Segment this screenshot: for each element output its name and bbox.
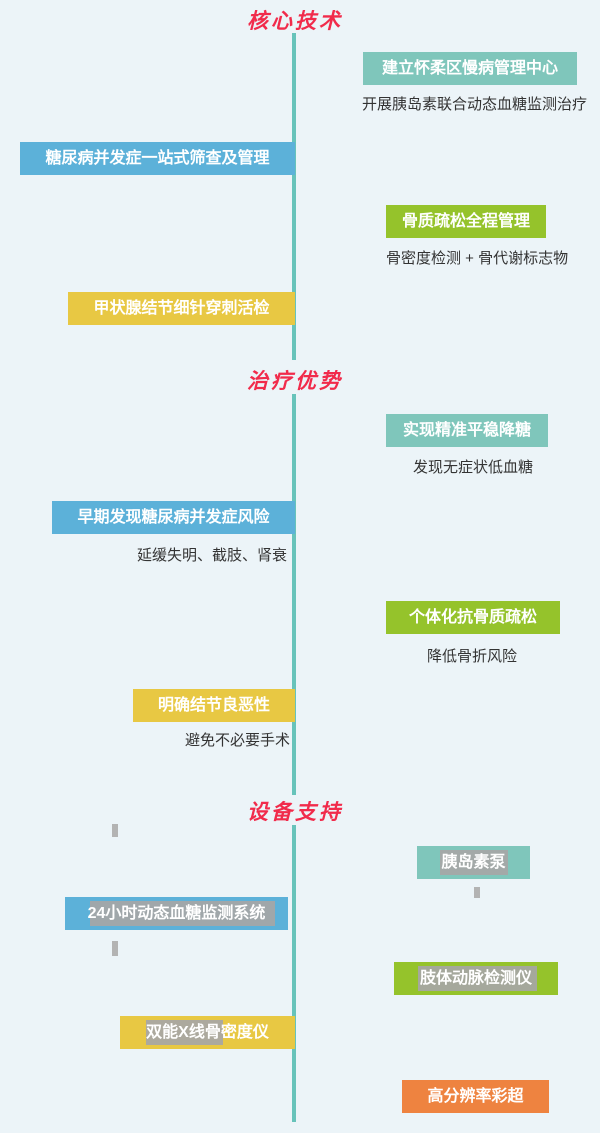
treatment-note-hypoglycemia: 发现无症状低血糖 (413, 459, 534, 476)
section-heading-equipment: 设备支持 (247, 799, 343, 824)
image-placeholder (146, 1020, 223, 1045)
box-label: 实现精准平稳降糖 (402, 422, 531, 439)
timeline-line-equipment (292, 825, 296, 1122)
treatment-item-glucose-control: 实现精准平稳降糖 (386, 414, 548, 447)
treatment-note-delay-complications: 延缓失明、截肢、肾衰 (136, 547, 287, 564)
equipment-item-limb-artery-detector: 肢体动脉检测仪 (394, 962, 558, 995)
box-label: 肢体动脉检测仪 (419, 970, 532, 987)
core-note-bone-density: 骨密度检测 + 骨代谢标志物 (386, 250, 569, 267)
box-label: 个体化抗骨质疏松 (408, 609, 537, 626)
equipment-item-hires-ultrasound: 高分辨率彩超 (402, 1080, 549, 1113)
image-placeholder-mark (474, 887, 480, 898)
box-label: 明确结节良恶性 (157, 697, 270, 714)
box-label: 甲状腺结节细针穿刺活检 (93, 300, 270, 317)
equipment-item-cgm-system: 24小时动态血糖监测系统 (65, 897, 288, 930)
image-placeholder (440, 850, 508, 875)
equipment-item-insulin-pump: 胰岛素泵 (417, 846, 530, 879)
timeline-line-core (292, 33, 296, 360)
treatment-note-fracture-risk: 降低骨折风险 (427, 648, 518, 665)
section-heading-treatment: 治疗优势 (247, 368, 343, 393)
box-label: 早期发现糖尿病并发症风险 (77, 509, 270, 526)
box-label: 双能X线骨密度仪 (146, 1024, 269, 1041)
box-label: 糖尿病并发症一站式筛查及管理 (45, 150, 270, 167)
treatment-item-nodule-diagnosis: 明确结节良恶性 (133, 689, 295, 722)
section-heading-core: 核心技术 (247, 8, 343, 33)
core-item-osteoporosis-management: 骨质疏松全程管理 (386, 205, 546, 238)
treatment-item-early-detection: 早期发现糖尿病并发症风险 (52, 501, 295, 534)
treatment-item-anti-osteoporosis: 个体化抗骨质疏松 (386, 601, 560, 634)
box-label: 建立怀柔区慢病管理中心 (381, 60, 558, 77)
box-label: 胰岛素泵 (441, 854, 506, 871)
image-placeholder (90, 901, 275, 926)
box-label: 骨质疏松全程管理 (401, 213, 530, 230)
core-item-diabetes-screening: 糖尿病并发症一站式筛查及管理 (20, 142, 295, 175)
treatment-note-avoid-surgery: 避免不必要手术 (184, 732, 290, 749)
image-placeholder-mark (112, 941, 118, 956)
timeline-line-treatment (292, 394, 296, 795)
image-placeholder-mark (112, 824, 118, 837)
image-placeholder (418, 966, 537, 991)
core-note-insulin-cgm-therapy: 开展胰岛素联合动态血糖监测治疗 (362, 96, 588, 113)
core-item-chronic-disease-center: 建立怀柔区慢病管理中心 (363, 52, 577, 85)
box-label: 高分辨率彩超 (427, 1088, 524, 1105)
box-label: 24小时动态血糖监测系统 (87, 905, 266, 922)
core-item-thyroid-biopsy: 甲状腺结节细针穿刺活检 (68, 292, 295, 325)
equipment-item-dxa-scanner: 双能X线骨密度仪 (120, 1016, 295, 1049)
